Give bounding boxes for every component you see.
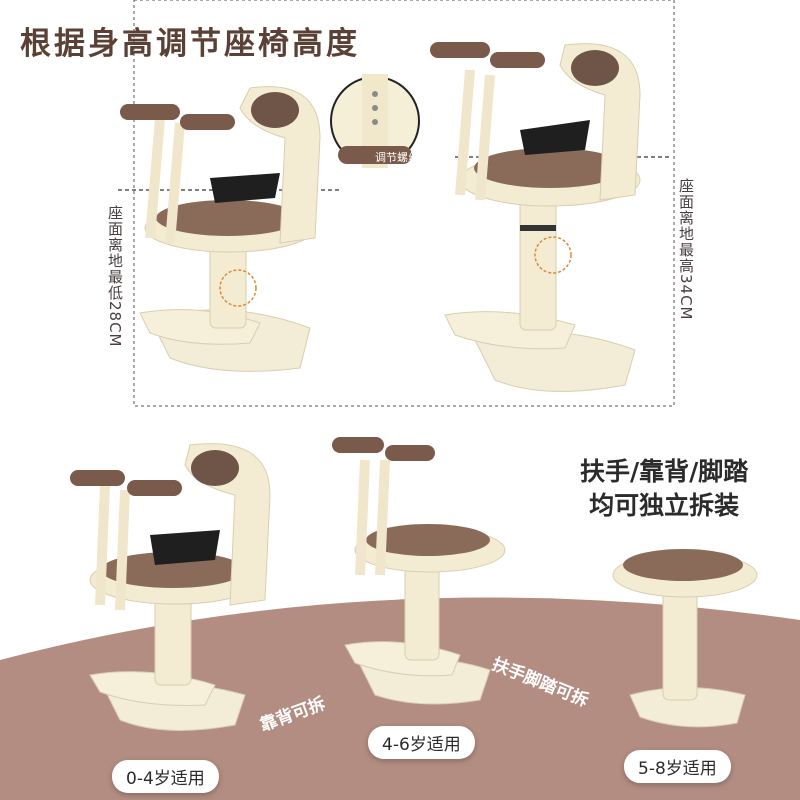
max-height-label: 座面离地最高34CM [677, 178, 695, 321]
screw-label: 调节螺丝 [375, 151, 419, 164]
feature-line-1: 扶手/靠背/脚踏 [580, 457, 749, 486]
age-badge-5-8: 5-8岁适用 [624, 750, 731, 783]
chair-stool [612, 549, 758, 728]
age-badge-0-4: 0-4岁适用 [112, 760, 219, 793]
age-badge-4-6: 4-6岁适用 [368, 726, 475, 759]
chair-no-back [332, 437, 506, 705]
feature-text: 扶手/靠背/脚踏 均可独立拆装 [580, 455, 748, 523]
min-height-label: 座面离地最低28CM [106, 205, 124, 348]
chair-low [120, 86, 321, 372]
chair-high [430, 42, 641, 392]
chair-full [70, 443, 271, 731]
feature-line-2: 均可独立拆装 [589, 491, 740, 520]
page-title: 根据身高调节座椅高度 [20, 26, 360, 62]
screw-callout [330, 74, 420, 168]
